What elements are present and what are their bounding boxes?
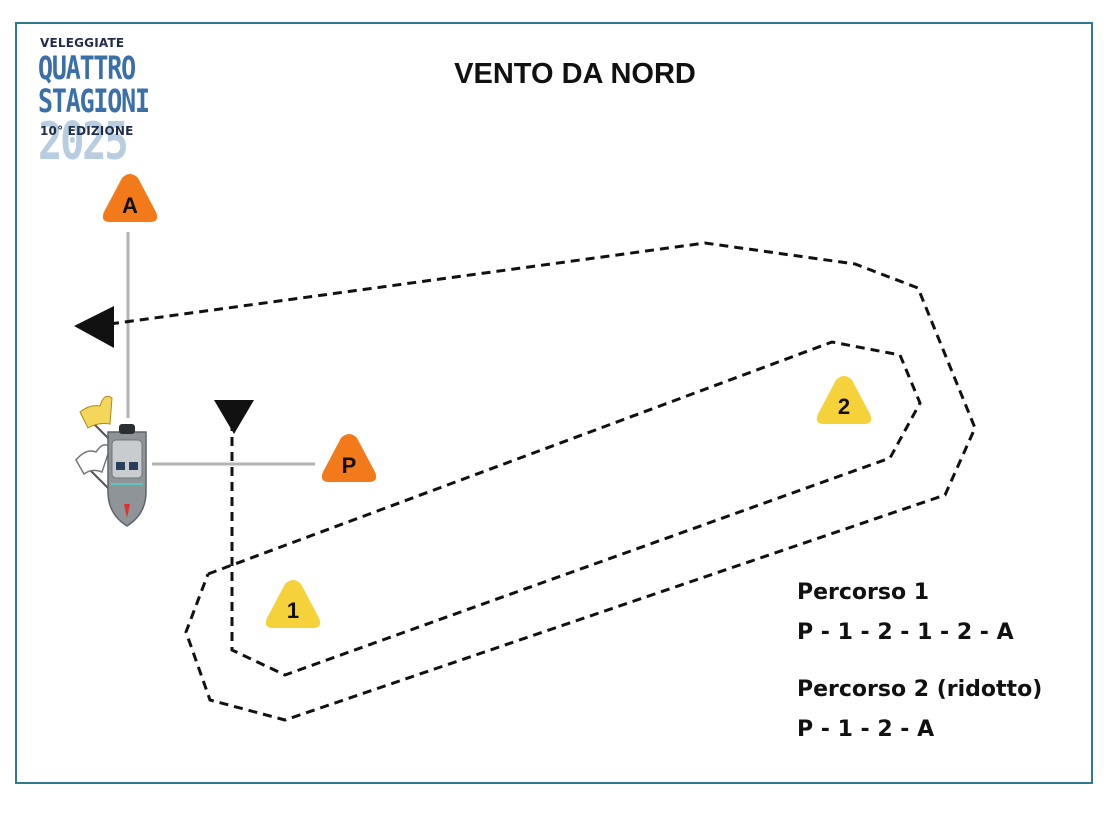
legend-course1-route: P - 1 - 2 - 1 - 2 - A <box>797 620 1014 645</box>
logo-line-stagioni: STAGIONI <box>38 82 150 120</box>
mark-p: P <box>321 434 377 482</box>
mark-1-triangle <box>265 580 321 628</box>
mark-1: 1 <box>265 580 321 628</box>
boat-icon <box>75 395 147 527</box>
legend-course2-title: Percorso 2 (ridotto) <box>797 677 1043 702</box>
boat-window-left-icon <box>116 462 125 470</box>
outer-course-path <box>109 241 977 722</box>
legend-course2-route: P - 1 - 2 - A <box>797 717 935 742</box>
boat-bow-light-icon <box>124 504 130 518</box>
start-arrow-icon <box>214 400 254 434</box>
logo-line-quattro: QUATTRO <box>38 49 136 87</box>
legend-course1-title: Percorso 1 <box>797 580 930 605</box>
mark-a: A <box>102 174 158 222</box>
mark-1-label: 1 <box>287 598 299 623</box>
diagram-frame <box>15 22 1093 784</box>
mark-2: 2 <box>816 376 872 424</box>
finish-arrow-icon <box>74 306 114 348</box>
event-logo: VELEGGIATE QUATTRO STAGIONI 2025 10° EDI… <box>38 36 168 171</box>
logo-edition: 10° EDIZIONE <box>40 124 134 138</box>
mark-p-triangle <box>321 434 377 482</box>
logo-line-veleggiate: VELEGGIATE <box>40 36 125 50</box>
inner-course-path <box>207 340 922 677</box>
mark-a-triangle <box>102 174 158 222</box>
mark-a-label: A <box>122 193 138 218</box>
mark-p-label: P <box>342 453 357 478</box>
diagram-title: VENTO DA NORD <box>454 58 696 90</box>
yellow-flag-icon <box>79 395 113 429</box>
boat-cabin-icon <box>111 439 143 479</box>
white-flag-icon <box>75 444 111 476</box>
mark-2-triangle <box>816 376 872 424</box>
mark-2-label: 2 <box>838 394 850 419</box>
boat-window-right-icon <box>129 462 138 470</box>
boat-mast-icon <box>119 424 135 434</box>
logo-year: 2025 <box>38 112 129 172</box>
